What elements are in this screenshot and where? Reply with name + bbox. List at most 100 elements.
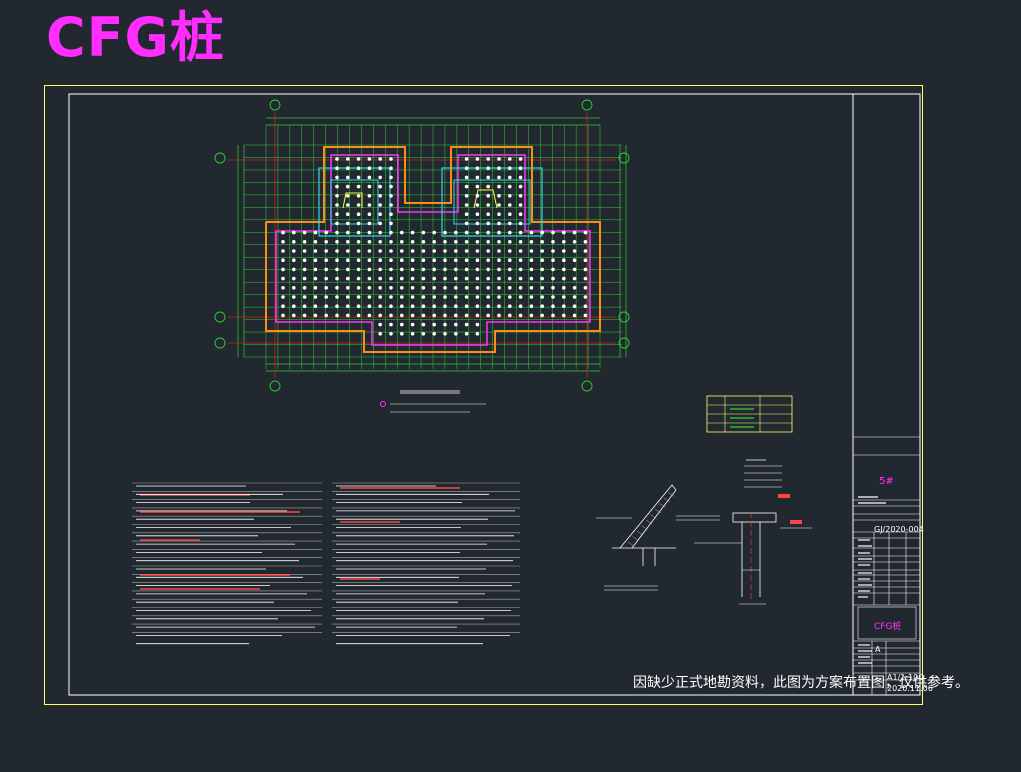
- elevator-pit: [473, 189, 498, 209]
- pile: [400, 322, 404, 327]
- pile: [346, 184, 350, 189]
- pile: [454, 230, 458, 235]
- pile: [443, 249, 447, 253]
- pile: [367, 230, 372, 235]
- pile: [346, 313, 350, 318]
- pile: [378, 166, 383, 170]
- pile: [389, 267, 393, 272]
- pile: [367, 184, 372, 189]
- pile: [583, 304, 588, 309]
- pile: [464, 157, 469, 161]
- pile: [346, 175, 350, 180]
- pile: [421, 322, 426, 327]
- pile: [432, 313, 437, 318]
- pile: [421, 304, 426, 309]
- pile: [302, 276, 307, 281]
- pile: [324, 258, 329, 263]
- pile: [486, 166, 491, 170]
- pile: [551, 240, 555, 244]
- pile: [583, 249, 588, 253]
- raft-outline: [265, 146, 601, 353]
- pile: [389, 276, 393, 281]
- pile: [324, 276, 329, 281]
- pile: [356, 166, 361, 170]
- pile: [421, 332, 426, 336]
- pile: [292, 286, 296, 290]
- pile: [389, 322, 393, 327]
- pile: [346, 203, 350, 207]
- pile: [454, 322, 458, 327]
- elevator-pit: [342, 192, 363, 209]
- pile: [389, 240, 393, 244]
- pile: [486, 240, 491, 244]
- pile: [443, 332, 447, 336]
- pile: [475, 184, 480, 189]
- pile: [324, 313, 329, 318]
- pile: [389, 212, 393, 216]
- pile: [421, 295, 426, 299]
- hatch: [641, 525, 648, 530]
- axis-bubble: [618, 311, 630, 323]
- pile: [302, 230, 307, 235]
- pile: [475, 258, 480, 263]
- pile: [518, 212, 523, 216]
- pile: [410, 332, 415, 336]
- pile: [389, 166, 393, 170]
- pile: [281, 276, 285, 281]
- pile: [583, 230, 588, 235]
- pile: [443, 276, 447, 281]
- pile: [400, 313, 404, 318]
- page-title: CFG桩: [46, 6, 225, 69]
- pile: [497, 230, 501, 235]
- pile: [486, 249, 491, 253]
- pile: [410, 258, 415, 263]
- pile: [486, 221, 491, 226]
- pile: [356, 276, 361, 281]
- pile: [400, 276, 404, 281]
- pile: [346, 295, 350, 299]
- pile: [529, 249, 534, 253]
- pile: [367, 194, 372, 198]
- pile: [421, 240, 426, 244]
- pile: [367, 249, 372, 253]
- pile: [313, 267, 318, 272]
- elevation-marker: [790, 520, 802, 524]
- pile: [518, 258, 523, 263]
- pile: [572, 230, 577, 235]
- pile: [454, 332, 458, 336]
- pile: [475, 276, 480, 281]
- axis-bubbles: [214, 99, 630, 392]
- pile: [410, 304, 415, 309]
- pile: [497, 175, 501, 180]
- pile: [389, 194, 393, 198]
- pile: [356, 295, 361, 299]
- drawing-outer-frame: [44, 85, 923, 705]
- pile: [486, 286, 491, 290]
- pile: [421, 276, 426, 281]
- hatch: [632, 536, 639, 541]
- pile: [508, 221, 512, 226]
- pile: [335, 184, 339, 189]
- axis-bubble: [214, 311, 226, 323]
- pile: [464, 332, 469, 336]
- pile: [508, 157, 512, 161]
- pile: [529, 230, 534, 235]
- disclaimer-note: 因缺少正式地勘资料，此图为方案布置图，仅供参考。: [633, 675, 969, 691]
- pile: [518, 166, 523, 170]
- pile: [389, 304, 393, 309]
- pile: [497, 157, 501, 161]
- pile: [378, 267, 383, 272]
- pile: [583, 295, 588, 299]
- hatch: [663, 497, 671, 503]
- axis-grid: [228, 112, 627, 378]
- pile: [572, 286, 577, 290]
- pile: [389, 332, 393, 336]
- pile: [356, 286, 361, 290]
- pile: [497, 286, 501, 290]
- pile: [281, 267, 285, 272]
- pile: [292, 249, 296, 253]
- pile: [324, 295, 329, 299]
- pile: [378, 230, 383, 235]
- pile: [292, 313, 296, 318]
- pile: [378, 203, 383, 207]
